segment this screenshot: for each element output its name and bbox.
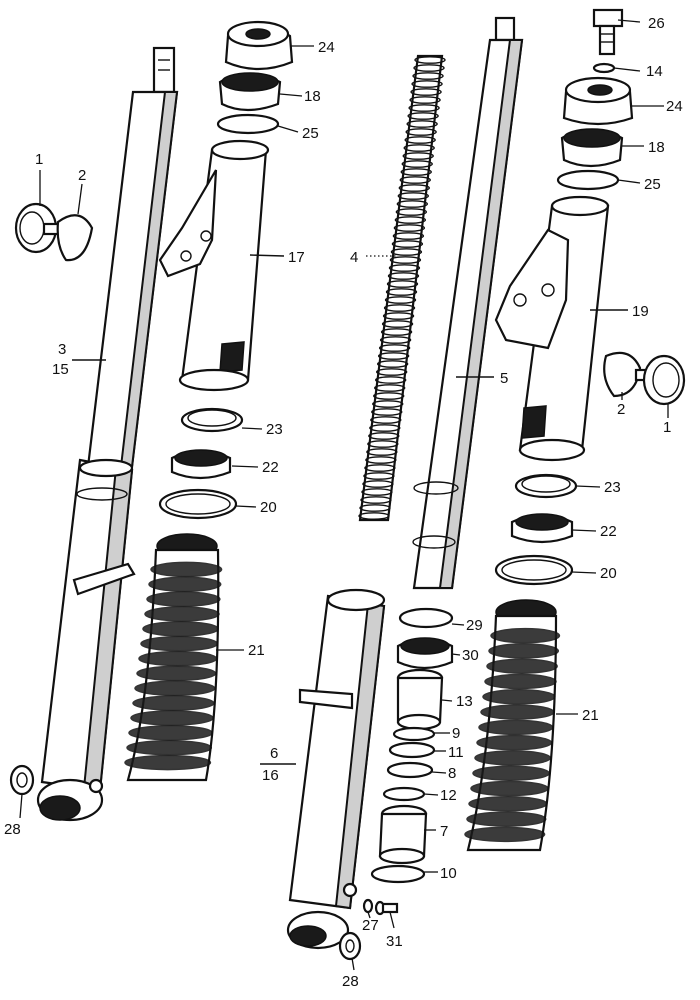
callout-17: 17	[288, 249, 305, 266]
callout-28: 28	[4, 821, 21, 838]
right-drain-washer	[338, 931, 362, 961]
left-upper-cover	[224, 20, 294, 71]
callout-9: 9	[452, 725, 460, 742]
callout-21: 21	[582, 707, 599, 724]
callout-16: 16	[262, 767, 279, 784]
damper-circlip-10	[370, 864, 426, 884]
callout-13: 13	[456, 693, 473, 710]
callout-20: 20	[260, 499, 277, 516]
left-circlip	[158, 488, 238, 520]
callout-24: 24	[318, 39, 335, 56]
callout-26: 26	[648, 15, 665, 32]
damper-seal-30	[396, 637, 454, 670]
left-drain-washer	[9, 764, 35, 796]
left-upper-seat	[218, 72, 282, 112]
right-oil-seal	[510, 513, 574, 544]
drain-screw-31	[374, 900, 399, 916]
callout-8: 8	[448, 765, 456, 782]
callout-labels: 26 24 14 18 24 25 18 25 1 2 17 4 19 3 15…	[4, 15, 683, 990]
callout-18: 18	[648, 139, 665, 156]
callout-25: 25	[302, 125, 319, 142]
callout-6: 6	[270, 745, 278, 762]
callout-31: 31	[386, 933, 403, 950]
damper-ring-12	[382, 786, 426, 802]
right-adjuster-knob	[603, 351, 686, 406]
callout-18: 18	[304, 88, 321, 105]
left-oil-seal	[170, 449, 232, 480]
left-fork-bottom-case	[36, 458, 136, 822]
right-cap-bolt	[592, 8, 624, 56]
right-fork-bottom-case	[286, 588, 386, 950]
left-seal-ring	[180, 407, 244, 433]
callout-20: 20	[600, 565, 617, 582]
callout-27: 27	[362, 917, 379, 934]
callout-21: 21	[248, 642, 265, 659]
callout-10: 10	[440, 865, 457, 882]
damper-circlip-29	[398, 607, 454, 629]
callout-15: 15	[52, 361, 69, 378]
damper-collar-7	[378, 804, 428, 865]
callout-14: 14	[646, 63, 663, 80]
callout-23: 23	[604, 479, 621, 496]
right-fork-cover	[494, 195, 610, 462]
leader-lines	[19, 19, 669, 971]
callout-4: 4	[350, 249, 358, 266]
callout-1: 1	[35, 151, 43, 168]
left-fork-cover	[158, 139, 270, 392]
right-dust-boot	[464, 599, 561, 852]
callout-19: 19	[632, 303, 649, 320]
left-dust-boot	[124, 533, 223, 782]
right-fork-inner-tube	[412, 16, 524, 590]
callout-30: 30	[462, 647, 479, 664]
callout-25: 25	[644, 176, 661, 193]
damper-ring-11	[388, 741, 436, 759]
drain-washer-27	[362, 898, 374, 914]
damper-bushing-13	[396, 668, 444, 731]
callout-22: 22	[262, 459, 279, 476]
right-upper-cover	[562, 76, 634, 126]
left-upper-gasket	[216, 113, 280, 135]
callout-23: 23	[266, 421, 283, 438]
callout-2: 2	[617, 401, 625, 418]
callout-11: 11	[448, 744, 464, 761]
right-seal-ring	[514, 473, 578, 499]
left-adjuster-knob	[14, 202, 94, 262]
callout-22: 22	[600, 523, 617, 540]
right-upper-seat	[560, 128, 624, 168]
right-circlip	[494, 554, 574, 586]
callout-12: 12	[440, 787, 457, 804]
callout-2: 2	[78, 167, 86, 184]
callout-28: 28	[342, 973, 359, 990]
damper-ring-8	[386, 761, 434, 779]
callout-29: 29	[466, 617, 483, 634]
fork-spring	[358, 54, 446, 522]
callout-7: 7	[440, 823, 448, 840]
right-cap-washer	[592, 62, 616, 74]
callout-5: 5	[500, 370, 508, 387]
callout-3: 3	[58, 341, 66, 358]
damper-ring-9	[392, 726, 436, 742]
right-upper-gasket	[556, 169, 620, 191]
callout-24: 24	[666, 98, 683, 115]
callout-1: 1	[663, 419, 671, 436]
